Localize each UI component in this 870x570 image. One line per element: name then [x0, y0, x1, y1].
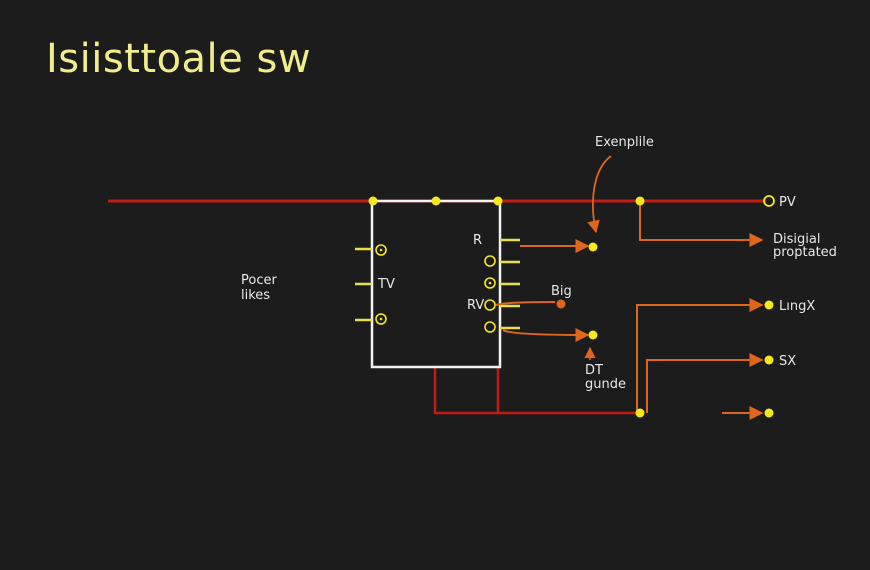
label-dt-line2: gunde: [585, 377, 626, 392]
bus-node-1: [368, 196, 378, 206]
label-rv: RV: [467, 298, 484, 313]
label-digital-line1: Disigial: [773, 232, 820, 247]
label-lingx: LıngX: [779, 299, 815, 314]
digital-branch-wire: [639, 201, 764, 247]
left-terminal-2-dot: [379, 317, 383, 321]
label-sx: SX: [779, 354, 796, 369]
diagram-title: Isiisttoale sw: [46, 36, 312, 82]
junction-node-bottom: [635, 408, 645, 418]
label-big: Big: [551, 284, 572, 299]
lingx-branch-wire: [636, 298, 764, 413]
signal-wire-dt: [502, 327, 590, 342]
dt-output-node: [588, 330, 598, 340]
left-terminal-1-dot: [379, 248, 383, 252]
right-terminal-2: [484, 277, 496, 289]
right-terminal-1: [484, 255, 496, 267]
big-node: [556, 299, 566, 309]
label-dt-line1: DT: [585, 363, 603, 378]
right-terminal-3: [484, 299, 496, 311]
label-digital-line2: proptated: [773, 245, 837, 260]
bus-node-3: [493, 196, 503, 206]
left-terminal-1: [375, 244, 387, 256]
label-poser-line2: likes: [241, 288, 270, 303]
bottom-right-node: [764, 408, 774, 418]
label-r: R: [473, 233, 482, 248]
left-terminal-2: [375, 313, 387, 325]
label-exemple: Exenplile: [595, 135, 654, 150]
lingx-node: [764, 300, 774, 310]
label-tv: TV: [377, 277, 395, 292]
signal-wire-rv: [495, 301, 556, 306]
bus-node-4: [635, 196, 645, 206]
sx-branch-wire: [646, 353, 764, 413]
bus-node-2: [431, 196, 441, 206]
label-pv: PV: [779, 195, 796, 210]
right-terminal-4: [484, 321, 496, 333]
return-wire-left: [433, 368, 640, 415]
r-output-node: [588, 242, 598, 252]
pv-terminal: [763, 195, 775, 207]
exemple-curved-arrow: [587, 155, 612, 234]
right-terminal-2-dot: [488, 281, 492, 285]
label-poser-line1: Pocer: [241, 273, 277, 288]
sx-node: [764, 355, 774, 365]
